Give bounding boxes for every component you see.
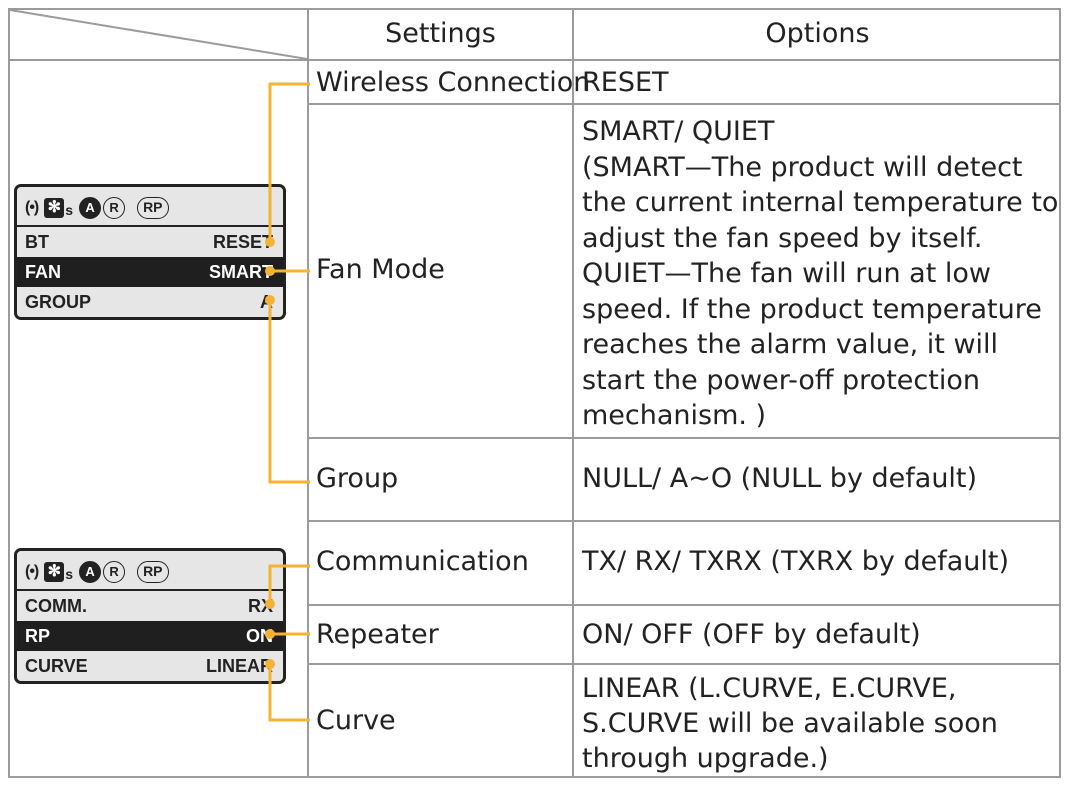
- header-settings: Settings: [385, 18, 496, 49]
- header-divider: [8, 59, 1061, 61]
- row-divider: [309, 520, 1061, 522]
- settings-table: [8, 8, 1061, 778]
- lcd-separator: [17, 225, 283, 227]
- column-divider-2: [572, 8, 574, 778]
- option-wireless-connection: RESET: [582, 67, 669, 98]
- setting-wireless-connection: Wireless Connection: [316, 67, 591, 98]
- rx-icon: R: [103, 197, 126, 219]
- setting-fan-mode: Fan Mode: [316, 254, 445, 285]
- option-communication: TX/ RX/ TXRX (TXRX by default): [582, 546, 1010, 577]
- lcd-status-icons: (•) ✻s A R RP: [25, 193, 169, 223]
- row-divider: [309, 103, 1061, 105]
- repeater-icon: RP: [137, 197, 169, 219]
- fan-icon: ✻s: [44, 562, 73, 582]
- lcd-status-icons: (•) ✻s A R RP: [25, 557, 169, 587]
- option-group: NULL/ A~O (NULL by default): [582, 463, 978, 494]
- group-a-icon: A: [79, 561, 102, 583]
- lcd-row-comm: COMM.RX: [25, 596, 273, 616]
- wireless-icon: (•): [25, 199, 39, 216]
- row-divider: [309, 437, 1061, 439]
- header-options: Options: [765, 18, 870, 49]
- group-a-icon: A: [79, 197, 102, 219]
- rx-icon: R: [103, 561, 126, 583]
- wireless-icon: (•): [25, 563, 39, 580]
- option-fan-mode: SMART/ QUIET (SMART—The product will det…: [582, 116, 1059, 431]
- fan-icon: ✻s: [44, 198, 73, 218]
- setting-repeater: Repeater: [316, 619, 439, 650]
- row-divider: [309, 663, 1061, 665]
- lcd-separator: [17, 589, 283, 591]
- setting-communication: Communication: [316, 546, 529, 577]
- option-repeater: ON/ OFF (OFF by default): [582, 619, 921, 650]
- row-divider: [309, 604, 1061, 606]
- setting-group: Group: [316, 463, 399, 494]
- setting-curve: Curve: [316, 705, 396, 736]
- repeater-icon: RP: [137, 561, 169, 583]
- option-curve: LINEAR (L.CURVE, E.CURVE, S.CURVE will b…: [582, 673, 998, 774]
